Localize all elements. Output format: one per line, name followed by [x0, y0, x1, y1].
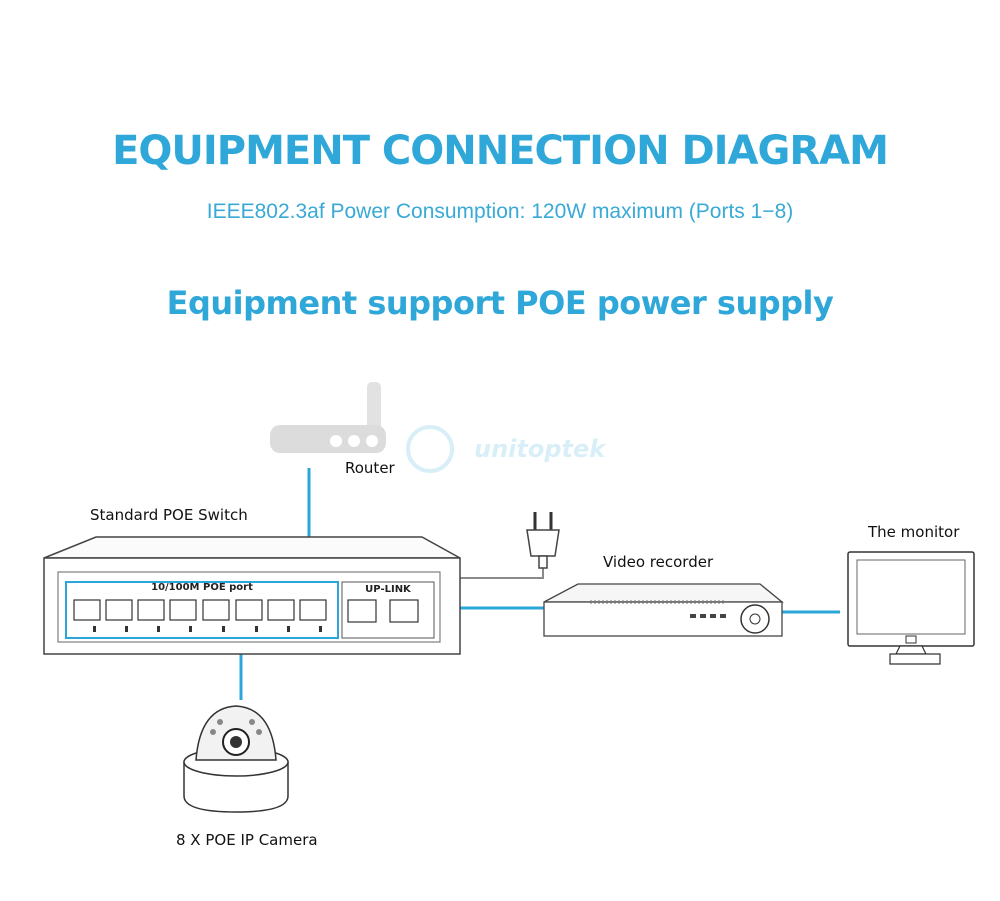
- poe-port-label: 10/100M POE port: [151, 582, 253, 593]
- poe-switch-icon: 10/100M POE port UP-LINK: [43, 536, 461, 655]
- power-plug-icon: [526, 512, 560, 569]
- video-recorder-icon: [543, 583, 784, 637]
- router-label: Router: [345, 459, 395, 477]
- diagram-title: EQUIPMENT CONNECTION DIAGRAM: [112, 128, 889, 174]
- diagram-subtitle: IEEE802.3af Power Consumption: 120W maxi…: [206, 200, 794, 223]
- power-cable: [457, 568, 544, 579]
- router-icon: [270, 382, 386, 453]
- monitor-label: The monitor: [868, 523, 960, 541]
- uplink-label: UP-LINK: [365, 584, 412, 595]
- switch-label: Standard POE Switch: [90, 506, 248, 524]
- poe-ports: [73, 599, 419, 623]
- camera-label: 8 X POE IP Camera: [176, 831, 318, 849]
- watermark-text: unitoptek: [474, 435, 607, 463]
- monitor-icon: [847, 551, 975, 665]
- watermark-logo: unitoptek: [406, 425, 607, 473]
- section-heading: Equipment support POE power supply: [166, 284, 834, 322]
- port-leds: [93, 626, 322, 632]
- dome-camera-icon: [183, 705, 289, 813]
- recorder-label: Video recorder: [603, 553, 714, 571]
